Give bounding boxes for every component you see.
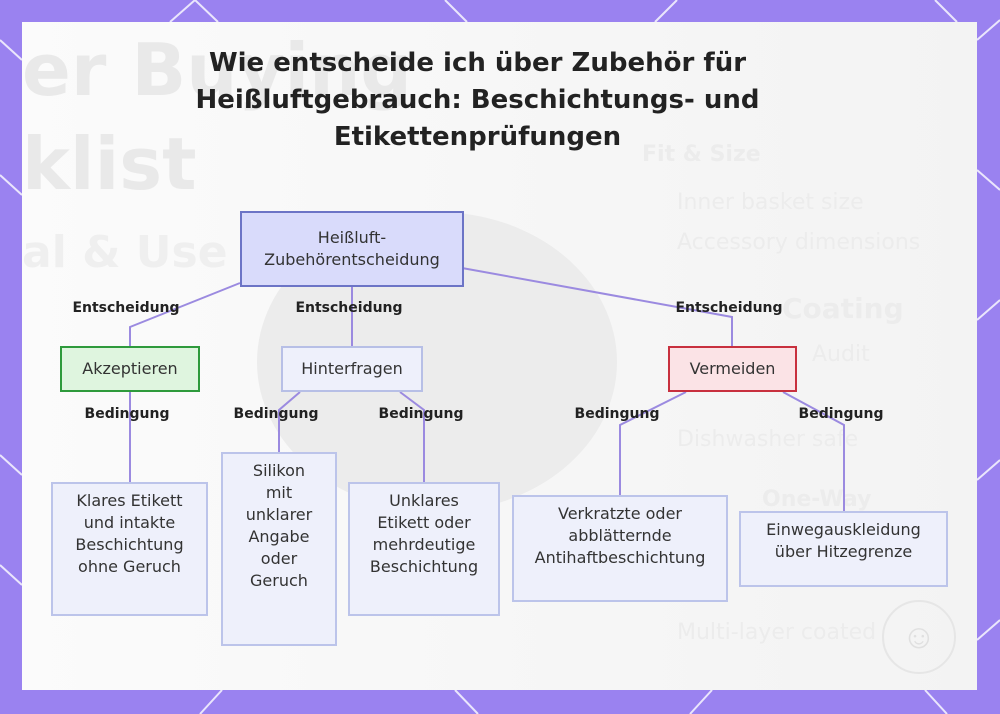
leaf-avoid-liner: Einwegauskleidung über Hitzegrenze — [739, 511, 948, 587]
ghost-list-item: Audit — [812, 342, 870, 367]
edge-label-decision: Entscheidung — [72, 300, 180, 316]
edge-label-condition: Bedingung — [798, 406, 884, 422]
node-avoid: Vermeiden — [668, 346, 797, 392]
ghost-heading-line: klist — [22, 122, 197, 206]
edge-label-condition: Bedingung — [574, 406, 660, 422]
ghost-list-item: Coating — [782, 292, 904, 325]
edge-root-avoid — [461, 267, 733, 347]
ghost-list-item: One-Way — [762, 487, 872, 512]
edge-avoid-leaf2 — [782, 391, 845, 511]
ghost-heading-line: al & Use — [22, 227, 228, 278]
ghost-heading-line: er Buying — [22, 28, 412, 112]
edge-avoid-leaf1 — [619, 391, 687, 495]
logo-watermark-icon: ☺ — [882, 600, 956, 674]
leaf-avoid-coating: Verkratzte oder abblätternde Antihaftbes… — [512, 495, 728, 602]
leaf-question-label: Unklares Etikett oder mehrdeutige Beschi… — [348, 482, 500, 616]
edge-question-leaf2 — [399, 391, 425, 482]
ghost-list-item: Accessory dimensions — [677, 230, 921, 255]
ghost-list-item: Fit & Size — [642, 142, 761, 167]
node-root: Heißluft- Zubehörentscheidung — [240, 211, 464, 287]
edge-label-condition: Bedingung — [378, 406, 464, 422]
edge-root-accept — [129, 282, 241, 347]
leaf-question-silicone: Silikon mit unklarer Angabe oder Geruch — [221, 452, 337, 646]
edge-label-condition: Bedingung — [233, 406, 319, 422]
edge-question-leaf1 — [278, 391, 301, 452]
edge-label-decision: Entscheidung — [675, 300, 783, 316]
ghost-list-item: Dishwasher safe — [677, 427, 859, 452]
node-accept: Akzeptieren — [60, 346, 200, 392]
leaf-accept: Klares Etikett und intakte Beschichtung … — [51, 482, 208, 616]
node-question: Hinterfragen — [281, 346, 423, 392]
ghost-list-item: Inner basket size — [677, 190, 864, 215]
edge-label-decision: Entscheidung — [295, 300, 403, 316]
edge-label-condition: Bedingung — [84, 406, 170, 422]
ghost-list-item: Multi-layer coated — [677, 620, 877, 645]
diagram-title: Wie entscheide ich über Zubehör für Heiß… — [195, 48, 760, 152]
